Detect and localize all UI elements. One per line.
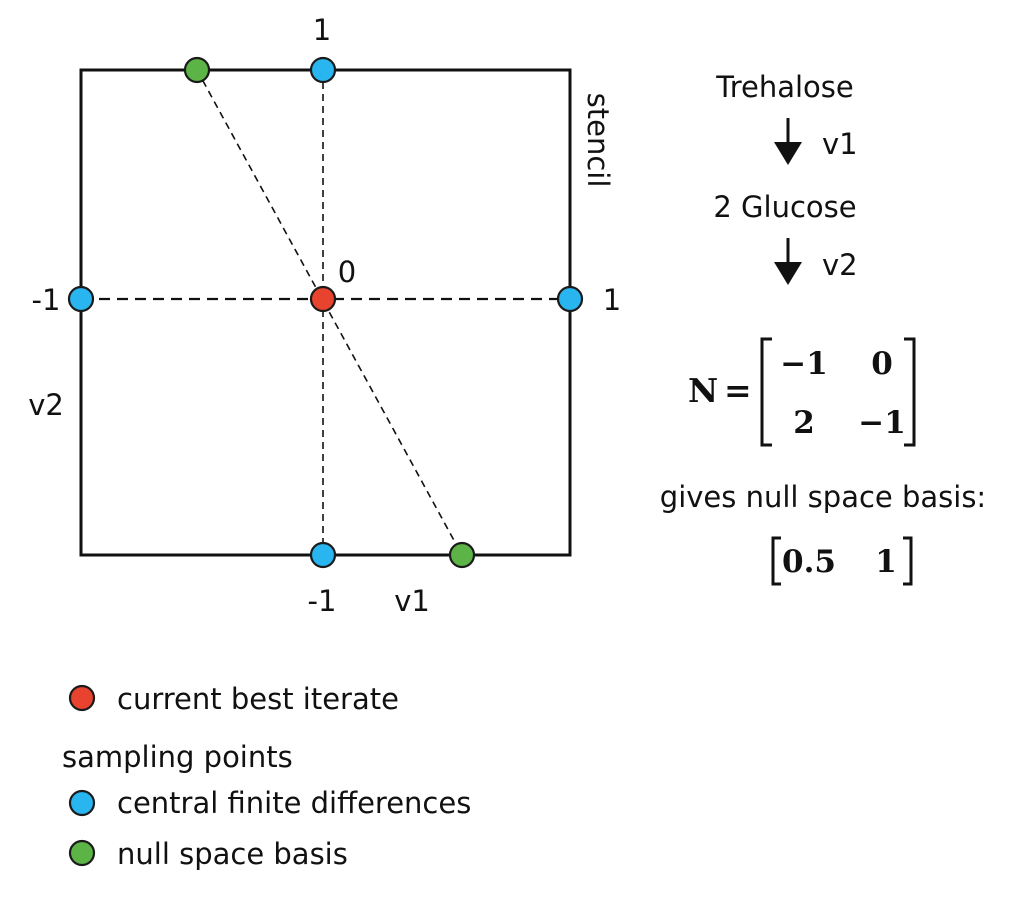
reaction-substrate: Trehalose [715,70,853,104]
matrix-left-bracket [760,337,772,447]
legend-heading: sampling points [62,740,293,774]
reaction-product: 2 Glucose [713,190,856,224]
axis-label-center: 0 [338,255,356,289]
basis-value: 0.5 [782,544,836,580]
legend-marker-current-best [68,684,96,712]
basis-left-bracket [771,536,781,586]
sample-point-top [309,56,337,84]
basis-right-bracket [903,536,913,586]
null-space-point-bottom [448,541,476,569]
legend-label: current best iterate [117,682,399,716]
stencil-frame [79,68,572,557]
null-space-direction-line [196,69,463,556]
axis-label-left: -1 [32,283,61,317]
legend: current best iterate sampling points cen… [62,682,471,871]
legend-label: central finite differences [117,786,471,820]
matrix-cell: 0 [871,346,893,382]
current-best-point [309,285,337,313]
reaction-arrow-down-icon [774,118,802,165]
reaction-arrow-down-icon [774,238,802,285]
reaction-flux1: v1 [822,127,858,161]
axis-label-top: 1 [313,13,331,47]
matrix-equals: = [724,371,752,410]
matrix-cell: −1 [780,346,828,382]
axis-label-bottom: -1 [308,584,337,618]
legend-marker-null-space [68,839,96,867]
reaction-flux2: v2 [822,248,858,282]
sample-point-bottom [309,541,337,569]
matrix-cell: −1 [858,405,906,441]
sample-point-left [67,285,95,313]
matrix-name: N [688,371,718,410]
stencil-side-label: stencil [581,93,615,188]
null-space-caption: gives null space basis: [660,480,986,514]
legend-marker-central-difference [68,789,96,817]
x-axis-label: v1 [394,584,430,618]
matrix-cell: 2 [793,405,815,441]
sample-point-right [556,285,584,313]
null-space-point-top [183,56,211,84]
axis-label-right: 1 [603,283,621,317]
y-axis-label: v2 [28,388,64,422]
legend-label: null space basis [117,837,348,871]
matrix-right-bracket [904,337,916,447]
basis-value: 1 [875,544,897,580]
